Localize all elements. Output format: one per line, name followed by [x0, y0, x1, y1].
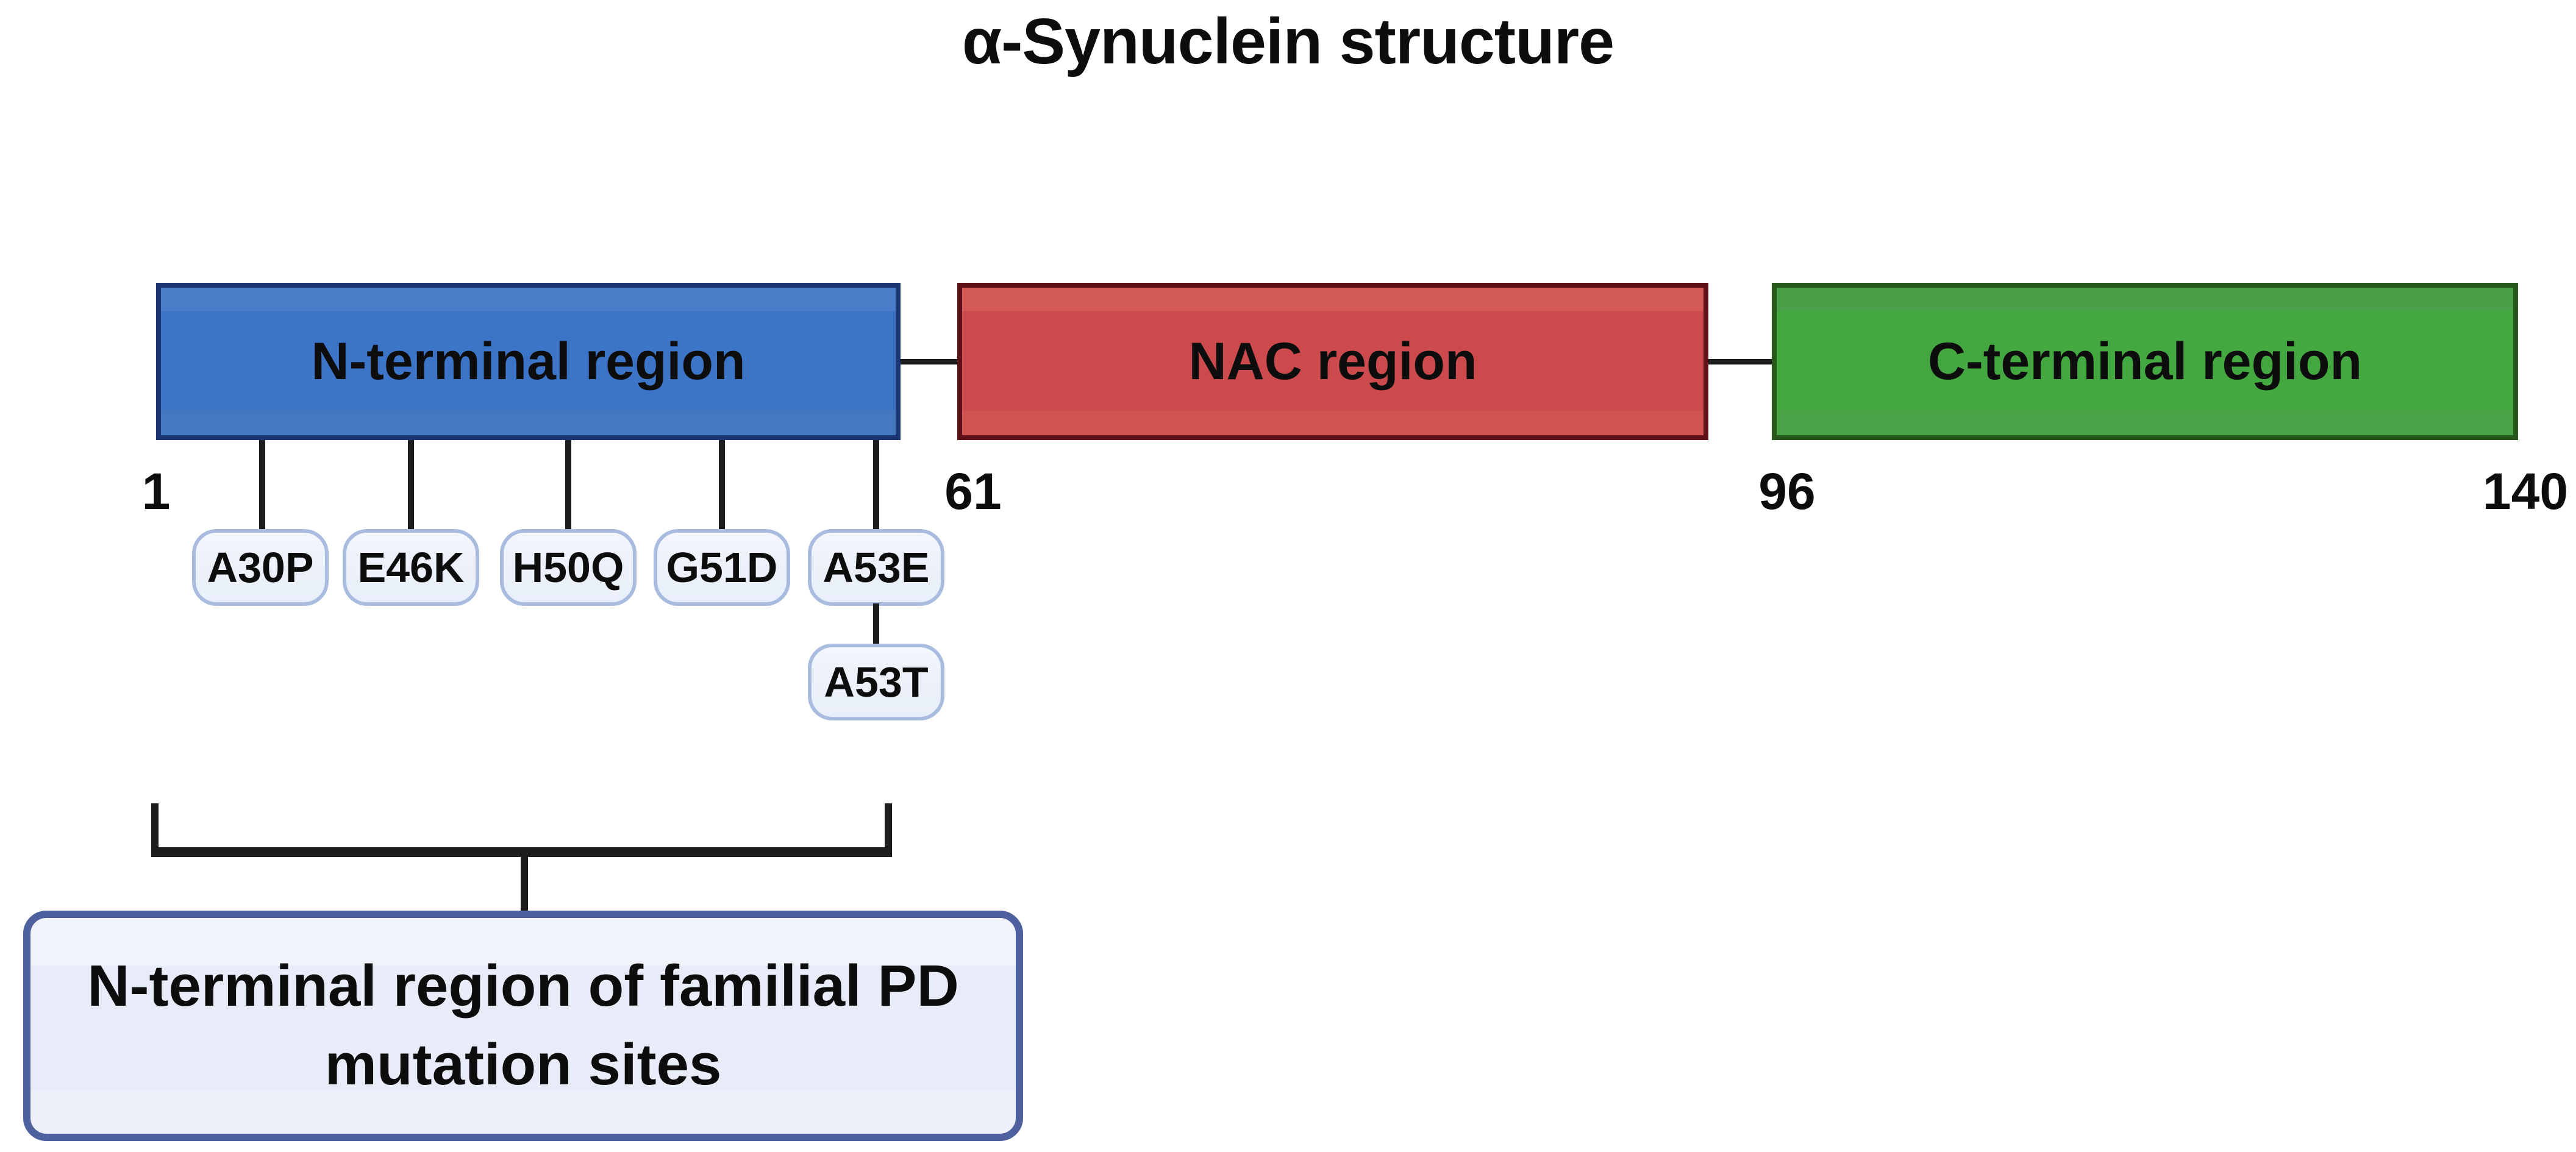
- mutation-label-a30p: A30P: [207, 544, 314, 591]
- mutation-label-a53t: A53T: [824, 658, 929, 706]
- region-label-c-terminal: C-terminal region: [1928, 332, 2362, 391]
- region-box-n-terminal: N-terminal region: [156, 283, 901, 440]
- mutation-label-h50q: H50Q: [512, 544, 624, 591]
- connector-n-terminal-to-nac: [901, 359, 957, 364]
- mutation-label-e46k: E46K: [357, 544, 465, 591]
- bracket-right-arm: [885, 803, 892, 857]
- connector-nac-to-c-terminal: [1708, 359, 1772, 364]
- bracket-stem: [521, 857, 528, 913]
- mutation-pill-a53t: A53T: [808, 644, 944, 720]
- mutation-tick-h50q: [565, 440, 571, 532]
- annotation-line-1: N-terminal region of familial PD: [87, 953, 959, 1019]
- region-box-nac: NAC region: [957, 283, 1708, 440]
- mutation-pill-h50q: H50Q: [500, 529, 637, 606]
- residue-number-140: 140: [2482, 463, 2569, 520]
- mutation-label-a53e: A53E: [822, 544, 930, 591]
- residue-number-61: 61: [944, 463, 1002, 520]
- mutation-pill-g51d: G51D: [654, 529, 790, 606]
- mutation-label-g51d: G51D: [666, 544, 778, 591]
- mutation-pill-a30p: A30P: [192, 529, 329, 606]
- annotation-box: N-terminal region of familial PD mutatio…: [23, 911, 1023, 1141]
- region-label-n-terminal: N-terminal region: [311, 332, 746, 391]
- annotation-line-2: mutation sites: [324, 1032, 722, 1097]
- mutation-pill-a53e: A53E: [808, 529, 944, 606]
- region-label-nac: NAC region: [1188, 332, 1477, 391]
- mutation-tick-e46k: [408, 440, 414, 532]
- residue-number-96: 96: [1758, 463, 1816, 520]
- diagram-title: α-Synuclein structure: [962, 5, 1614, 77]
- region-box-c-terminal: C-terminal region: [1772, 283, 2518, 440]
- mutation-tick-g51d: [719, 440, 725, 532]
- mutation-tick-a53e: [873, 440, 879, 532]
- mutation-pill-e46k: E46K: [343, 529, 479, 606]
- bracket-left-arm: [151, 803, 159, 857]
- mutation-tick-a53t: [873, 603, 879, 645]
- bracket-bar: [151, 847, 892, 857]
- mutation-tick-a30p: [259, 440, 265, 532]
- residue-number-1: 1: [141, 463, 171, 520]
